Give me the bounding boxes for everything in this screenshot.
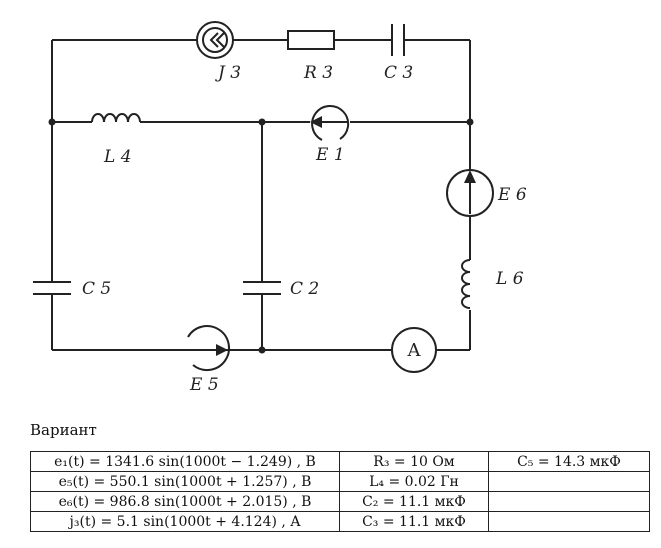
voltage-source-e1 [310, 104, 350, 141]
node [466, 118, 474, 126]
table-cell: C₅ = 14.3 мкФ [488, 451, 650, 472]
table-cell: C₂ = 11.1 мкФ [339, 491, 489, 512]
variant-title: Вариант [30, 421, 97, 439]
capacitor-c3 [391, 24, 405, 56]
inductor-l4 [91, 113, 141, 123]
label-j3: J 3 [215, 63, 241, 83]
label-r3: R 3 [303, 63, 333, 83]
circuit-diagram: A J 3 R 3 C 3 L 4 E 1 E 6 C 5 C 2 L 6 E … [33, 21, 527, 395]
table-cell: R₃ = 10 Ом [339, 451, 489, 472]
table-row: j₃(t) = 5.1 sin(1000t + 4.124) , A C₃ = … [30, 511, 650, 532]
label-e6: E 6 [497, 185, 527, 205]
table-cell: j₃(t) = 5.1 sin(1000t + 4.124) , A [30, 511, 340, 532]
table-cell [488, 511, 650, 532]
arrow-right-icon [216, 344, 228, 356]
table-row: e₅(t) = 550.1 sin(1000t + 1.257) , B L₄ … [30, 471, 650, 492]
variant-table: e₁(t) = 1341.6 sin(1000t − 1.249) , B R₃… [30, 451, 650, 532]
junction-nodes [48, 118, 474, 354]
table-row: e₆(t) = 986.8 sin(1000t + 2.015) , B C₂ … [30, 491, 650, 512]
table-cell [488, 491, 650, 512]
ammeter-label: A [407, 340, 422, 361]
label-l4: L 4 [103, 147, 132, 167]
node [258, 346, 266, 354]
table-cell: e₁(t) = 1341.6 sin(1000t − 1.249) , B [30, 451, 340, 472]
node [258, 118, 266, 126]
top-branch-wires [51, 39, 471, 122]
label-l6: L 6 [495, 269, 524, 289]
node [48, 118, 56, 126]
arrow-left-icon [310, 116, 322, 128]
current-source-j3 [196, 21, 234, 59]
current-source-icon [209, 32, 225, 48]
table-cell: e₅(t) = 550.1 sin(1000t + 1.257) , B [30, 471, 340, 492]
left-branch [33, 122, 71, 350]
arrow-up-icon [464, 170, 476, 183]
ammeter: A [391, 327, 437, 373]
inductor-l6 [461, 259, 471, 309]
table-row: e₁(t) = 1341.6 sin(1000t − 1.249) , B R₃… [30, 451, 650, 472]
table-cell: L₄ = 0.02 Гн [339, 471, 489, 492]
table-cell [488, 471, 650, 492]
voltage-source-e6 [446, 169, 494, 217]
voltage-source-e5 [185, 325, 231, 372]
label-c2: C 2 [290, 279, 319, 299]
table-cell: C₃ = 11.1 мкФ [339, 511, 489, 532]
label-c3: C 3 [384, 63, 413, 83]
center-branch [243, 122, 281, 350]
label-c5: C 5 [82, 279, 111, 299]
label-e1: E 1 [315, 145, 345, 165]
resistor-r3 [287, 30, 335, 50]
table-cell: e₆(t) = 986.8 sin(1000t + 2.015) , B [30, 491, 340, 512]
label-e5: E 5 [189, 375, 219, 395]
